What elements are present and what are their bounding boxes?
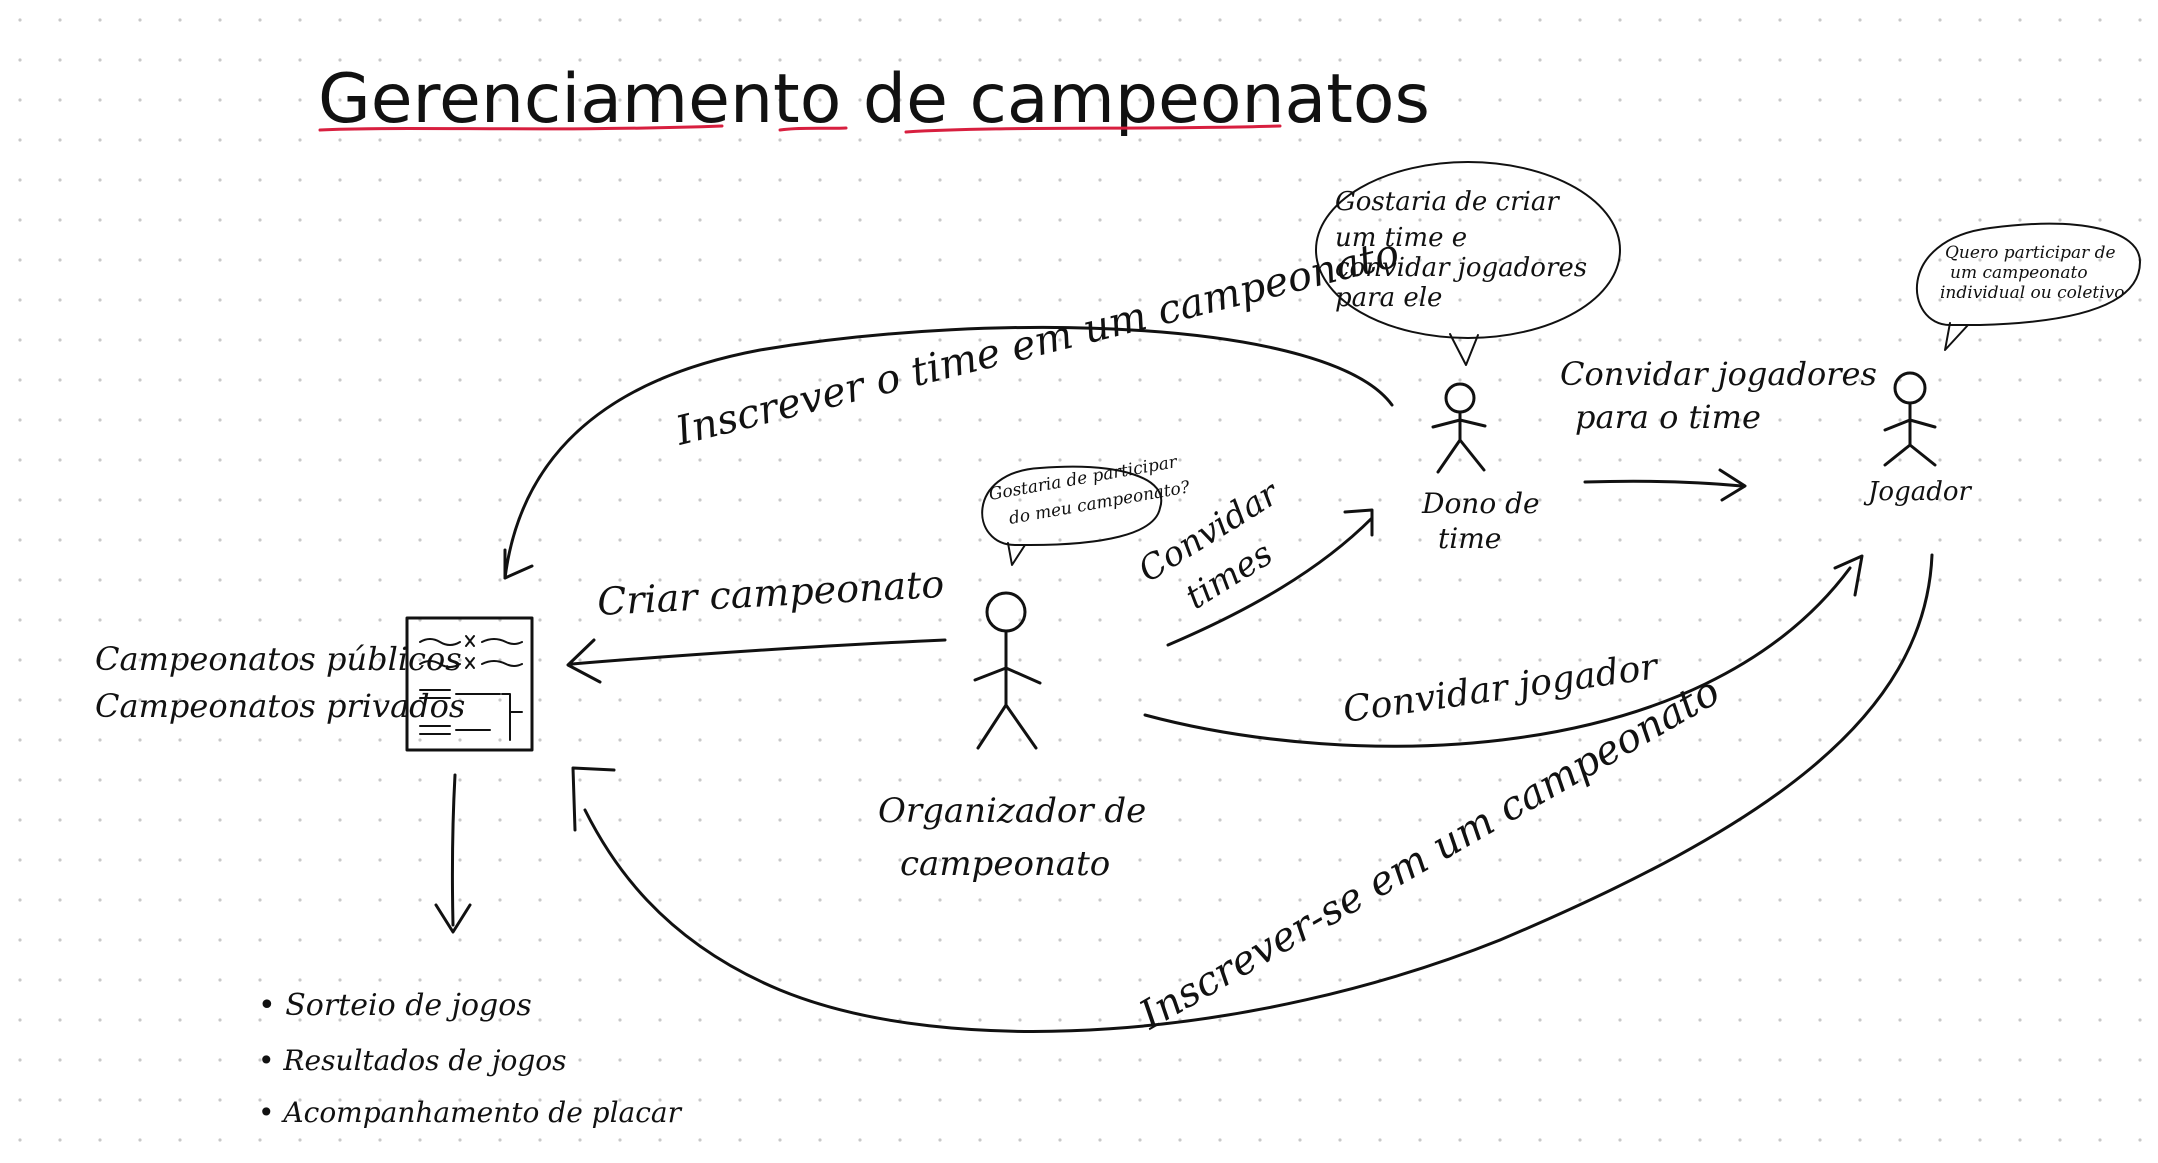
team-owner-bubble-line1: Gostaria de criar xyxy=(1335,187,1560,217)
arrow-register-team-head xyxy=(503,548,534,580)
document-list-icon xyxy=(405,616,534,752)
team-owner-speech-bubble xyxy=(1315,161,1621,339)
document-line-1 xyxy=(419,638,461,646)
team-owner-bubble-line2: um time e xyxy=(1335,223,1467,253)
team-owner-label-line1: Dono de xyxy=(1421,487,1540,520)
title-underline-3 xyxy=(904,124,1282,134)
document-bracket xyxy=(501,693,523,741)
feature-item-1: • Sorteio de jogos xyxy=(258,988,532,1023)
organizer-label-line1: Organizador de xyxy=(878,791,1146,831)
feature-item-2: • Resultados de jogos xyxy=(258,1044,567,1077)
arrow-invite-player xyxy=(1143,566,1852,748)
arrow-register-self-head xyxy=(571,766,616,832)
player-bubble-line3: individual ou coletivo xyxy=(1940,283,2125,303)
arrow-invite-players-to-team xyxy=(1583,479,1744,488)
public-championships-label: Campeonatos públicos xyxy=(95,640,462,678)
arrow-invite-player-head xyxy=(1833,554,1864,597)
player-label: Jogador xyxy=(1863,477,1973,507)
player-arms xyxy=(1883,418,1937,432)
organizer-legs xyxy=(976,703,1038,750)
arrow-invite-teams-head xyxy=(1343,508,1374,537)
private-championships-label: Campeonatos privados xyxy=(95,687,465,725)
document-frame xyxy=(405,616,534,752)
arrow-create-championship xyxy=(570,638,947,666)
arrow-invite-players-to-team-head xyxy=(1718,468,1747,502)
team-owner-label-line2: time xyxy=(1438,522,1501,555)
document-line-2 xyxy=(481,638,523,645)
team-owner-legs xyxy=(1436,438,1486,474)
document-mark-2 xyxy=(465,657,475,669)
player-legs xyxy=(1883,443,1937,467)
document-line-6 xyxy=(419,725,491,735)
player-speech-bubble xyxy=(1915,222,2141,326)
feature-item-3: • Acompanhamento de placar xyxy=(258,1096,683,1129)
player-bubble-line2: um campeonato xyxy=(1950,263,2088,283)
organizer-speech-bubble xyxy=(981,465,1163,546)
arrow-register-team xyxy=(503,325,1394,580)
document-line-5 xyxy=(419,689,501,699)
player-actor xyxy=(1883,371,1937,467)
label-invite-players-to-team-line2: para o time xyxy=(1575,398,1761,436)
label-invite-players-to-team-line1: Convidar jogadores xyxy=(1560,355,1877,393)
title-underline-1 xyxy=(318,124,724,132)
document-line-3 xyxy=(419,660,461,668)
organizer-label-line2: campeonato xyxy=(900,844,1110,884)
arrow-invite-teams xyxy=(1166,516,1374,647)
organizer-arms xyxy=(973,666,1042,685)
organizer-bubble-tail xyxy=(1007,542,1026,566)
features-list: • Sorteio de jogos • Resultados de jogos… xyxy=(258,988,683,1129)
arrow-create-championship-head xyxy=(566,638,602,684)
title-underline-2 xyxy=(778,126,848,132)
player-bubble-tail xyxy=(1944,322,1969,351)
team-owner-bubble-line3: convidar jogadores xyxy=(1335,253,1587,283)
organizer-actor xyxy=(973,591,1042,750)
player-bubble-line1: Quero participar de xyxy=(1945,243,2116,263)
document-line-4 xyxy=(481,660,523,667)
team-owner-arms xyxy=(1431,418,1487,429)
team-owner-bubble-line4: para ele xyxy=(1335,283,1442,313)
arrow-to-features-head xyxy=(434,903,472,934)
arrow-register-self xyxy=(583,553,1934,1033)
arrow-to-features xyxy=(450,773,457,927)
team-owner-bubble-tail xyxy=(1449,333,1479,366)
document-mark-1 xyxy=(465,635,475,647)
team-owner-actor xyxy=(1431,382,1487,474)
